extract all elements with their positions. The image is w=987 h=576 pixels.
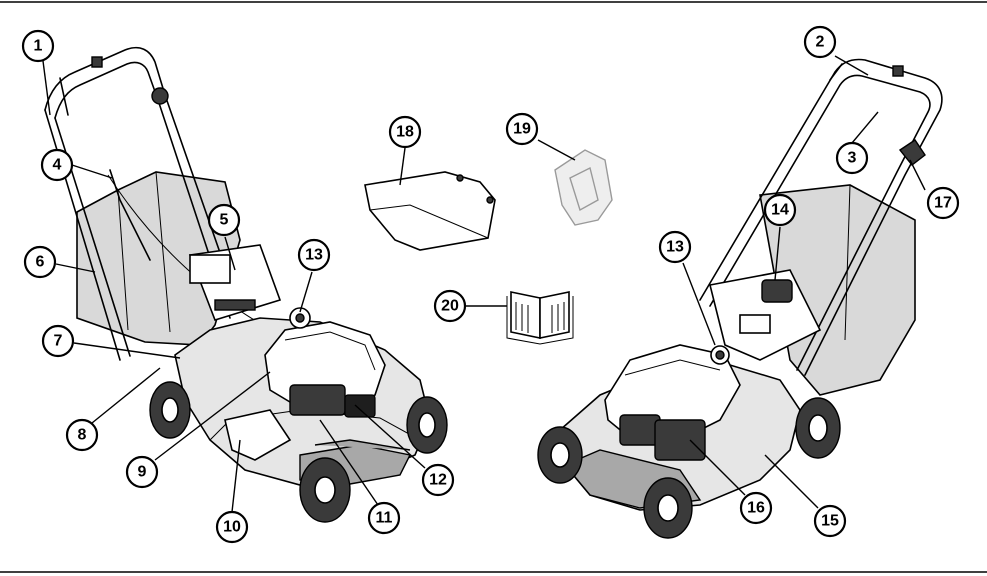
callout-7: 7: [41, 324, 75, 358]
svg-text:7: 7: [54, 333, 63, 350]
svg-text:1: 1: [34, 38, 43, 55]
left-front-wheel: [299, 457, 351, 523]
svg-text:14: 14: [771, 202, 789, 219]
callout-8: 8: [65, 418, 99, 452]
svg-text:15: 15: [821, 513, 839, 530]
svg-text:17: 17: [934, 195, 952, 212]
callout-16: 16: [739, 491, 773, 525]
svg-text:13: 13: [305, 247, 323, 264]
callout-13-left: 13: [297, 238, 331, 272]
callout-10: 10: [215, 510, 249, 544]
callout-14: 14: [763, 193, 797, 227]
callout-5: 5: [207, 203, 241, 237]
right-mower: [537, 58, 943, 539]
callout-19: 19: [505, 112, 539, 146]
callout-4: 4: [40, 148, 74, 182]
svg-text:11: 11: [376, 510, 393, 527]
left-rear-wheel: [149, 381, 191, 439]
leader-lines: [42, 55, 926, 513]
left-handle: [44, 46, 241, 311]
open-book-icon: [506, 291, 574, 345]
svg-text:19: 19: [513, 121, 531, 138]
right-rear-wheel: [795, 397, 841, 459]
discharge-chute: [364, 171, 496, 251]
svg-text:13: 13: [666, 239, 684, 256]
svg-text:10: 10: [223, 519, 241, 536]
svg-text:18: 18: [396, 124, 414, 141]
callout-1: 1: [21, 29, 55, 63]
callout-20: 20: [433, 289, 467, 323]
svg-text:9: 9: [138, 464, 147, 481]
callout-12: 12: [421, 463, 455, 497]
svg-text:20: 20: [441, 298, 459, 315]
callout-15: 15: [813, 504, 847, 538]
right-front-wheel: [537, 426, 583, 484]
svg-text:16: 16: [747, 500, 765, 517]
svg-text:12: 12: [429, 472, 447, 489]
left-rear-wheel-2: [406, 396, 448, 454]
callout-11: 11: [367, 501, 401, 535]
svg-text:2: 2: [816, 34, 825, 51]
svg-text:8: 8: [78, 427, 87, 444]
left-mower: [44, 46, 448, 523]
callout-6: 6: [23, 245, 57, 279]
callout-13-right: 13: [658, 230, 692, 264]
callout-17: 17: [926, 186, 960, 220]
right-front-wheel-2: [643, 477, 693, 539]
callout-18: 18: [388, 115, 422, 149]
svg-text:4: 4: [53, 157, 62, 174]
svg-text:3: 3: [848, 150, 857, 167]
callout-3: 3: [835, 141, 869, 175]
mulch-plug: [554, 149, 613, 226]
svg-text:6: 6: [36, 254, 45, 271]
callout-9: 9: [125, 455, 159, 489]
svg-text:5: 5: [220, 212, 229, 229]
callout-2: 2: [803, 25, 837, 59]
